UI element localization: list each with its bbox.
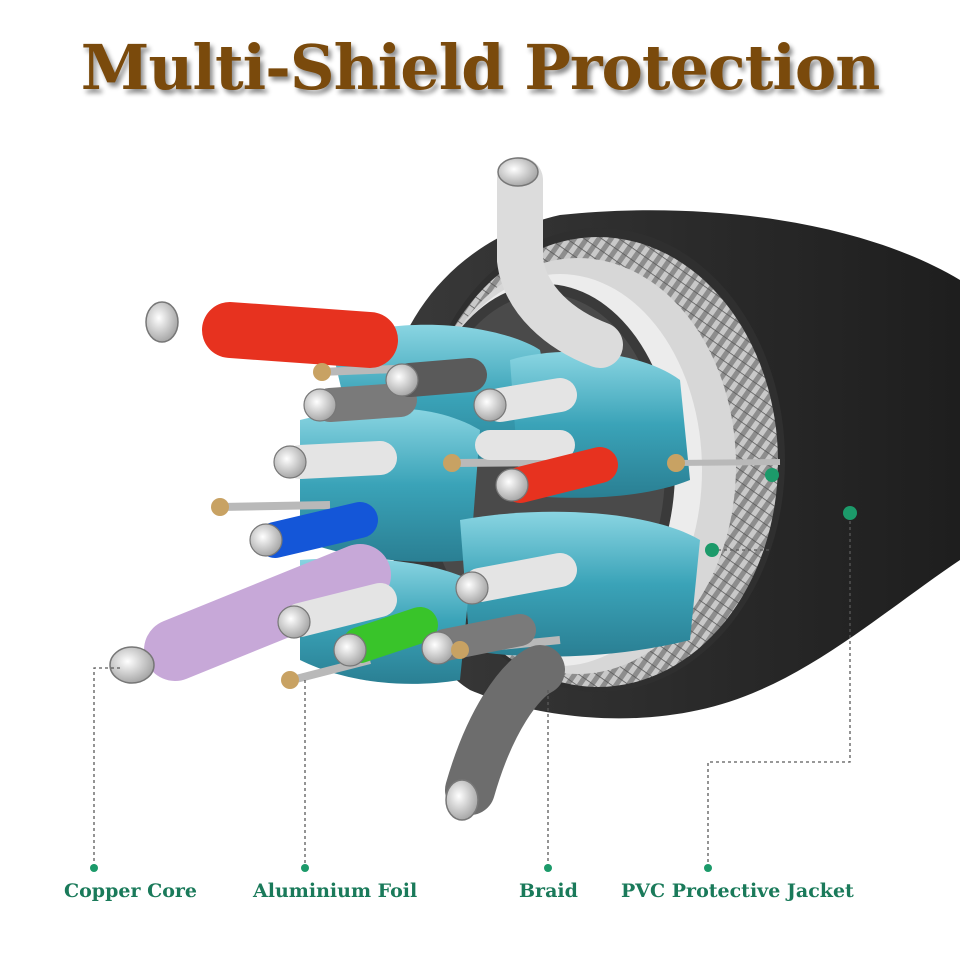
leader-dots: [90, 468, 857, 872]
dot-braid: [544, 864, 552, 872]
strand-ends: [109, 157, 539, 821]
leader-pvc-jacket: [707, 515, 851, 866]
label-braid: Braid: [519, 880, 578, 902]
dot-braid-ring: [765, 468, 779, 482]
label-copper-core: Copper Core: [64, 880, 197, 902]
dot-pvc-jacket: [704, 864, 712, 872]
dot-aluminium-foil: [301, 864, 309, 872]
dot-copper-core: [90, 864, 98, 872]
insulated-conductors: [144, 157, 623, 815]
leader-lines: [93, 515, 851, 866]
copper-drain-tips: [211, 363, 685, 689]
leader-copper-core: [93, 667, 120, 866]
dot-foil-ring: [705, 543, 719, 557]
label-pvc-jacket: PVC Protective Jacket: [621, 880, 854, 902]
label-aluminium-foil: Aluminium Foil: [253, 880, 418, 902]
page-title: Multi-Shield Protection: [80, 31, 881, 104]
dot-jacket-ring: [843, 506, 857, 520]
